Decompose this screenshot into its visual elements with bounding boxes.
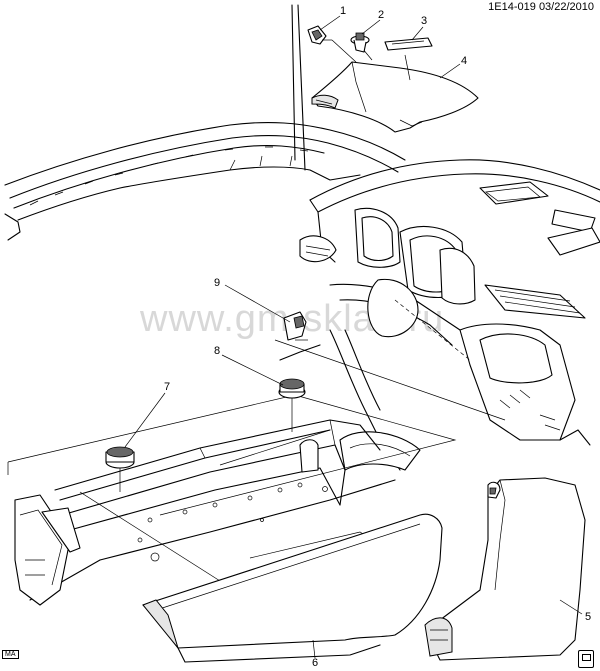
part-4-upper-trim	[291, 4, 479, 171]
part-3-pad	[384, 37, 433, 51]
hinge-pillar-body	[279, 299, 471, 471]
callout-7: 7	[164, 381, 170, 393]
publisher-logo-icon	[578, 650, 594, 668]
part-8-retainer	[278, 378, 306, 399]
callout-6: 6	[312, 657, 318, 669]
leader-lines	[124, 15, 583, 659]
callout-labels: 1 2 3 4 5 6 7 8 9	[164, 5, 591, 669]
callout-1: 1	[340, 5, 346, 17]
callout-5: 5	[585, 611, 591, 623]
part-1-clip	[307, 25, 332, 45]
part-5-kick-panel	[424, 477, 586, 661]
diagram-id-date: 1E14-019 03/22/2010	[488, 1, 594, 13]
callout-3: 3	[421, 15, 427, 27]
part-2-push-pin	[350, 32, 370, 53]
diagram-code: MA	[2, 650, 19, 659]
callout-8: 8	[214, 345, 220, 357]
instrument-panel	[299, 159, 600, 446]
diagram-date: 03/22/2010	[538, 1, 594, 13]
callout-2: 2	[378, 9, 384, 21]
part-9-retainer	[283, 311, 307, 341]
part-6-sill-plate	[142, 513, 443, 663]
callout-9: 9	[214, 277, 220, 289]
part-7-retainer	[105, 446, 135, 492]
rocker-sill	[14, 419, 396, 606]
windshield-frame	[4, 121, 406, 241]
diagram-id: 1E14-019	[488, 1, 536, 13]
callout-4: 4	[461, 55, 467, 67]
